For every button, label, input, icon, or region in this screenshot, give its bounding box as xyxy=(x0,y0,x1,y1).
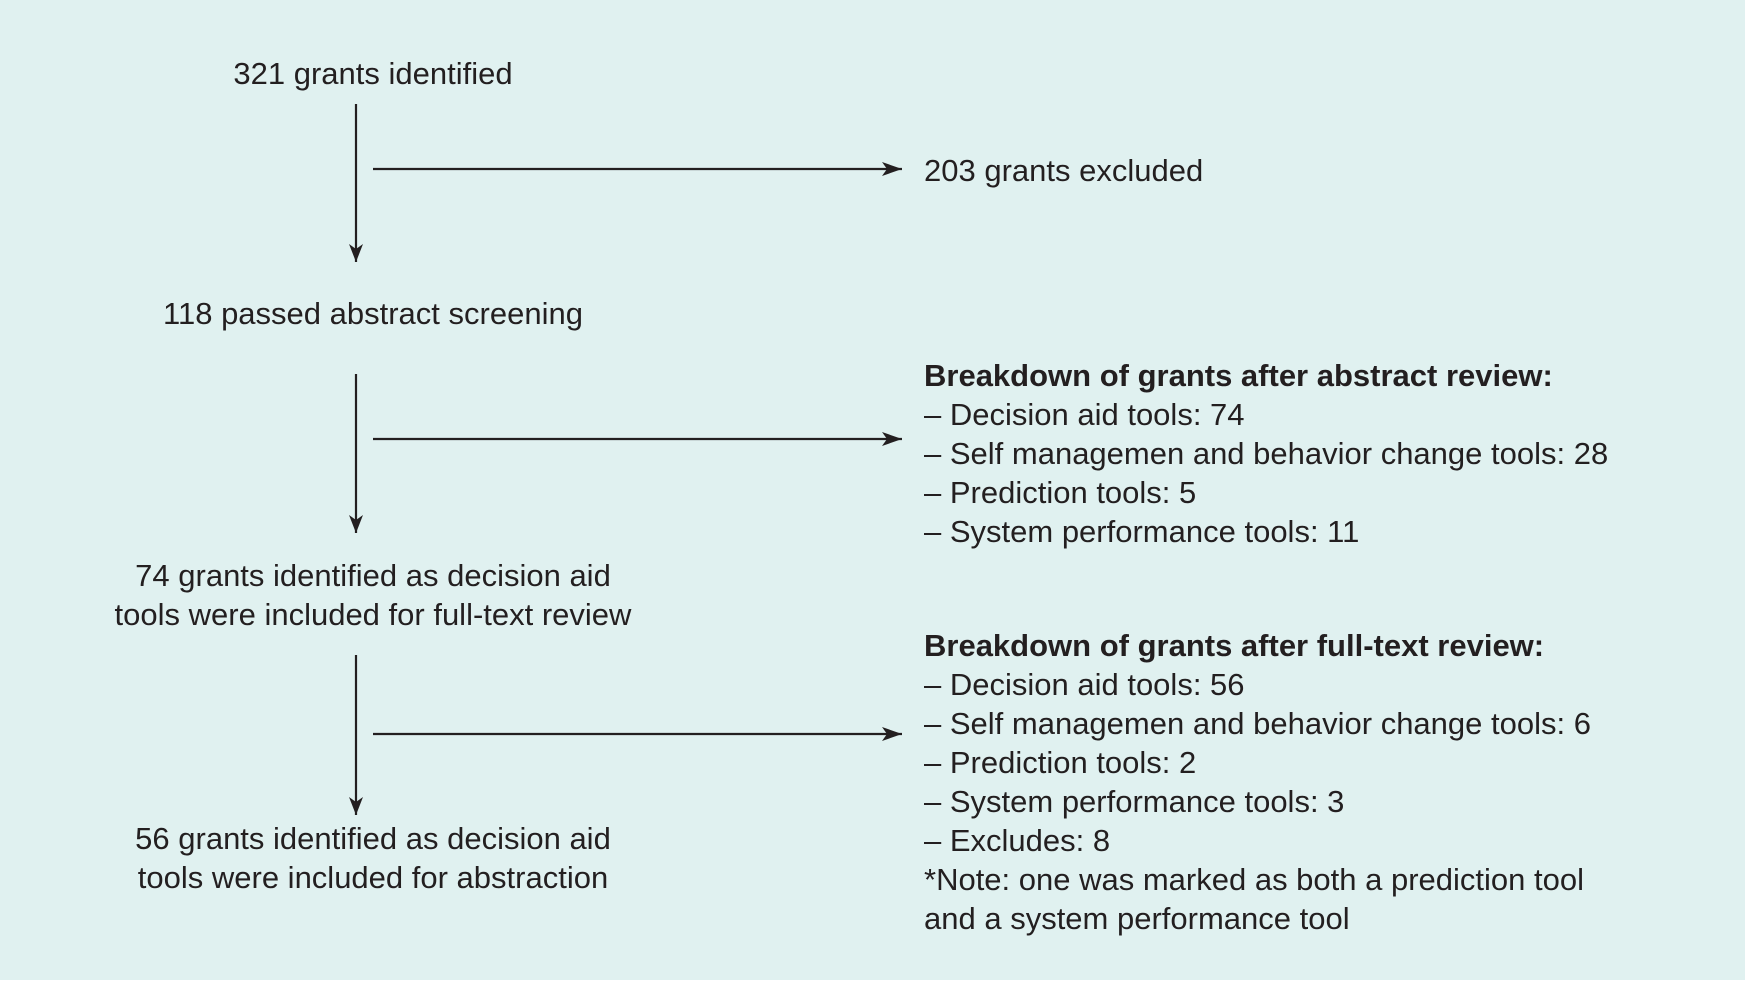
node-abstraction: 56 grants identified as decision aid too… xyxy=(93,819,653,897)
fulltext-breakdown-item: – Self managemen and behavior change too… xyxy=(924,706,1591,741)
fulltext-breakdown-item: – Excludes: 8 xyxy=(924,823,1111,858)
fulltext-breakdown-item: – Decision aid tools: 56 xyxy=(924,667,1245,702)
arrow-to-abstract-breakdown xyxy=(373,432,902,446)
arrow-passed-to-fulltext xyxy=(349,374,363,533)
abstract-breakdown-item: – Self managemen and behavior change too… xyxy=(924,436,1609,471)
abstract-breakdown-item: – Decision aid tools: 74 xyxy=(924,397,1245,432)
abstract-breakdown-box: Breakdown of grants after abstract revie… xyxy=(924,356,1608,551)
fulltext-breakdown-heading: Breakdown of grants after full-text revi… xyxy=(924,628,1545,663)
abstract-breakdown-item: – System performance tools: 11 xyxy=(924,514,1360,549)
fulltext-breakdown-note-line-2: and a system performance tool xyxy=(924,901,1350,936)
node-text-line-1: 56 grants identified as decision aid xyxy=(135,821,611,856)
arrow-to-excluded xyxy=(373,162,902,176)
node-grants-excluded: 203 grants excluded xyxy=(924,151,1203,190)
node-text-line-2: tools were included for full-text review xyxy=(114,597,632,632)
node-text-line-2: tools were included for abstraction xyxy=(137,860,609,895)
arrow-to-fulltext-breakdown xyxy=(373,727,902,741)
node-fulltext-review: 74 grants identified as decision aid too… xyxy=(93,556,653,634)
abstract-breakdown-item: – Prediction tools: 5 xyxy=(924,475,1197,510)
node-text: 203 grants excluded xyxy=(924,153,1204,188)
node-text-line-1: 74 grants identified as decision aid xyxy=(135,558,611,593)
node-text: 321 grants identified xyxy=(233,56,513,91)
fulltext-breakdown-item: – Prediction tools: 2 xyxy=(924,745,1197,780)
node-grants-identified: 321 grants identified xyxy=(93,54,653,93)
fulltext-breakdown-item: – System performance tools: 3 xyxy=(924,784,1345,819)
fulltext-breakdown-box: Breakdown of grants after full-text revi… xyxy=(924,626,1591,938)
arrow-fulltext-to-abstraction xyxy=(349,655,363,815)
abstract-breakdown-heading: Breakdown of grants after abstract revie… xyxy=(924,358,1553,393)
arrow-identified-to-passed xyxy=(349,104,363,262)
node-passed-abstract-screening: 118 passed abstract screening xyxy=(93,294,653,333)
node-text: 118 passed abstract screening xyxy=(163,296,583,331)
fulltext-breakdown-note-line-1: *Note: one was marked as both a predicti… xyxy=(924,862,1584,897)
